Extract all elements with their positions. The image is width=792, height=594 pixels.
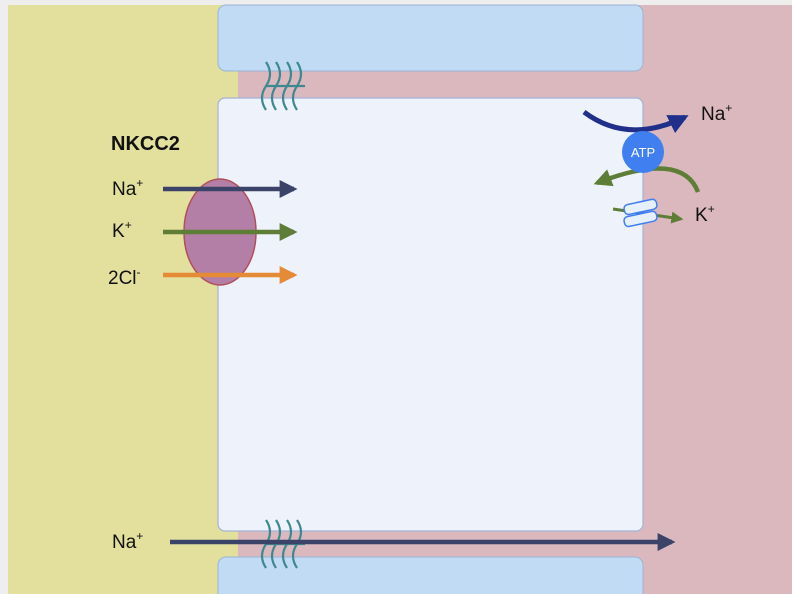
k-channel-label: K+ [695,202,715,226]
pump-k-influx-arrow [593,166,701,193]
pump-na-label: Na+ [701,101,732,125]
nkcc2-label: NKCC2 [111,133,180,155]
atp-pump [622,131,664,173]
k-channel-upper [623,198,658,216]
lumen-region [8,5,238,594]
k-channel-lower [623,210,658,228]
tight-junction-top [260,61,305,111]
pump-na-efflux-arrow [582,109,689,134]
nkcc2-cl-label: 2Cl- [108,265,141,289]
paracellular-na-label: Na+ [112,529,143,553]
nkcc2-k-label: K+ [112,218,132,242]
neighbor-cell-top [217,4,644,72]
neighbor-cell-bottom [217,556,644,594]
epithelial-cell [217,97,644,532]
atp-label: ATP [631,145,655,160]
nkcc2-na-label: Na+ [112,176,143,200]
